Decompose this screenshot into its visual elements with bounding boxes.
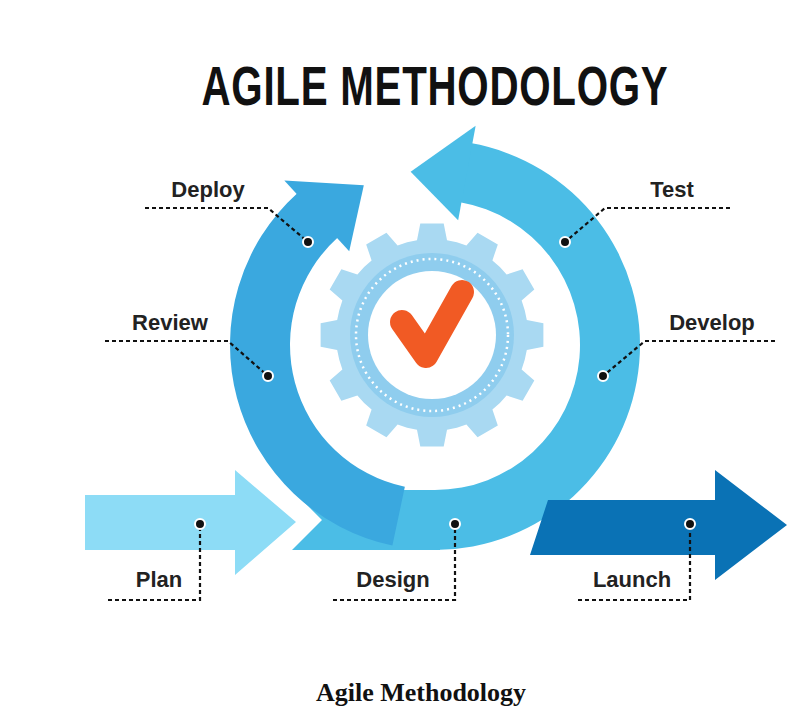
leader-dot bbox=[303, 237, 313, 247]
leader-line bbox=[603, 341, 775, 376]
stage-label: Launch bbox=[593, 567, 671, 593]
leader-line bbox=[108, 524, 200, 600]
leader-dot bbox=[598, 371, 608, 381]
plan-arrow bbox=[85, 470, 296, 575]
leader-dot bbox=[263, 371, 273, 381]
leader-dot bbox=[450, 519, 460, 529]
leader-line bbox=[145, 208, 308, 242]
diagram-title: AGILE METHODOLOGY bbox=[202, 53, 669, 118]
leader-line bbox=[578, 524, 690, 600]
gear-dotted-ring bbox=[356, 259, 508, 411]
stage-label: Deploy bbox=[171, 177, 244, 203]
gear-ring bbox=[350, 253, 514, 417]
leader-dot bbox=[560, 237, 570, 247]
gear-icon bbox=[321, 224, 544, 447]
cycle-arrowhead-left bbox=[284, 181, 363, 252]
check-mark bbox=[402, 292, 462, 356]
leader-dot bbox=[685, 519, 695, 529]
leader-line bbox=[333, 524, 455, 600]
stage-label: Test bbox=[650, 177, 694, 203]
stage-label: Design bbox=[356, 567, 429, 593]
leader-line bbox=[105, 341, 268, 376]
leader-line bbox=[565, 208, 730, 242]
stage-label: Review bbox=[132, 310, 208, 336]
cycle-arrowhead-right bbox=[411, 126, 476, 220]
gear-center bbox=[368, 271, 496, 399]
leader-dot bbox=[195, 519, 205, 529]
launch-arrow bbox=[530, 470, 787, 580]
stage-label: Plan bbox=[136, 567, 182, 593]
figure-caption: Agile Methodology bbox=[316, 678, 526, 708]
stage-label: Develop bbox=[669, 310, 755, 336]
